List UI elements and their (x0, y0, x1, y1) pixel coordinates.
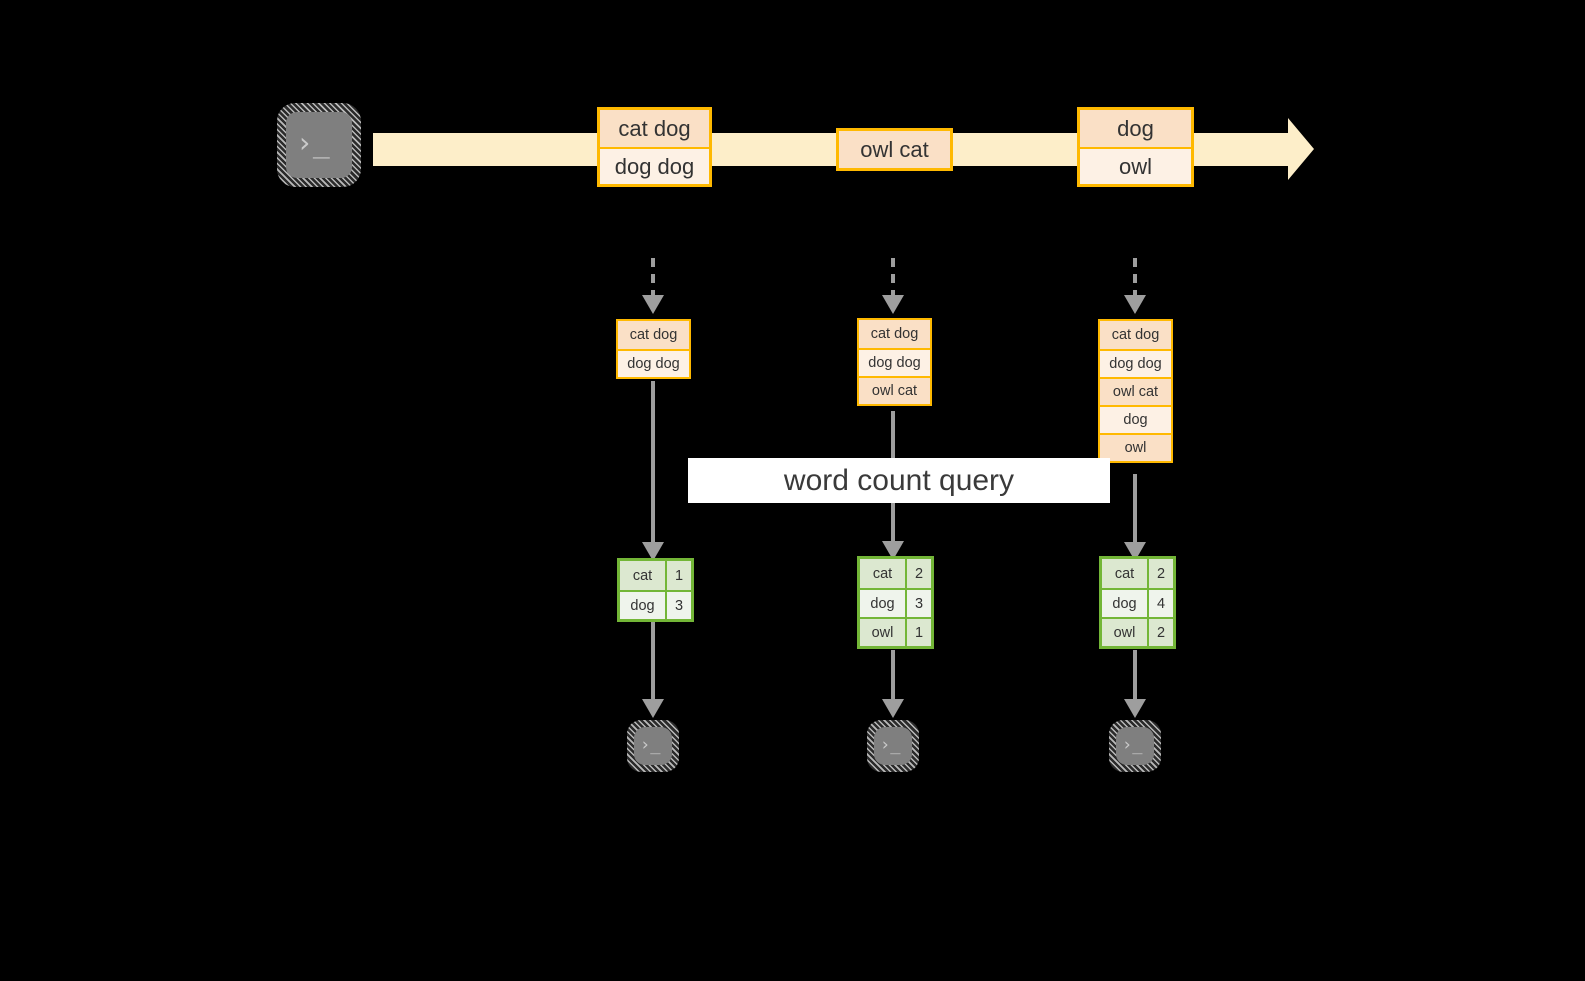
stream-record-line: owl (1080, 147, 1191, 184)
snapshot-3-trigger-arrow (1119, 258, 1151, 314)
snapshot-3-query-arrow (1119, 474, 1151, 562)
word-cell: owl (1102, 619, 1147, 646)
terminal-face: ›_ (634, 727, 672, 765)
snapshot-2-result-table: cat 2 dog 3 owl 1 (857, 556, 934, 649)
count-cell: 2 (905, 559, 931, 588)
count-cell: 4 (1147, 590, 1173, 617)
table-row: owl 1 (860, 617, 931, 646)
word-cell: dog (1102, 590, 1147, 617)
input-line: dog dog (859, 348, 930, 376)
stream-record-line: dog dog (600, 147, 709, 184)
arrowhead-icon (642, 295, 664, 314)
sink-terminal-icon-3: ›_ (1109, 720, 1161, 772)
input-line: dog (1100, 405, 1171, 433)
stream-record-line: owl cat (839, 131, 950, 168)
table-row: dog 4 (1102, 588, 1173, 617)
count-cell: 3 (905, 590, 931, 617)
query-label-banner: word count query (688, 458, 1110, 503)
word-cell: owl (860, 619, 905, 646)
count-cell: 1 (905, 619, 931, 646)
snapshot-3-input-box: cat dog dog dog owl cat dog owl (1098, 319, 1173, 463)
snapshot-3-result-table: cat 2 dog 4 owl 2 (1099, 556, 1176, 649)
word-cell: cat (620, 561, 665, 590)
table-row: dog 3 (860, 588, 931, 617)
arrowhead-icon (1124, 295, 1146, 314)
input-line: owl cat (859, 376, 930, 404)
count-cell: 1 (665, 561, 691, 590)
snapshot-1-sink-arrow (637, 620, 669, 718)
dashed-stem (1133, 258, 1137, 295)
arrowhead-icon (642, 699, 664, 718)
snapshot-2-input-box: cat dog dog dog owl cat (857, 318, 932, 406)
sink-terminal-icon-1: ›_ (627, 720, 679, 772)
terminal-face: ›_ (286, 112, 352, 178)
snapshot-1-result-table: cat 1 dog 3 (617, 558, 694, 622)
table-row: owl 2 (1102, 617, 1173, 646)
input-line: owl (1100, 433, 1171, 461)
snapshot-1-input-box: cat dog dog dog (616, 319, 691, 379)
count-cell: 2 (1147, 559, 1173, 588)
snapshot-1-trigger-arrow (637, 258, 669, 314)
input-line: cat dog (859, 320, 930, 348)
terminal-prompt-glyph: ›_ (296, 126, 330, 159)
stream-arrowhead-icon (1288, 118, 1314, 180)
sink-terminal-icon-2: ›_ (867, 720, 919, 772)
input-line: dog dog (1100, 349, 1171, 377)
snapshot-1-query-arrow (637, 381, 669, 561)
input-line: cat dog (618, 321, 689, 349)
terminal-prompt-glyph: ›_ (640, 734, 661, 755)
stem (651, 381, 655, 543)
source-terminal-icon: ›_ (277, 103, 361, 187)
arrowhead-icon (1124, 699, 1146, 718)
arrowhead-icon (882, 295, 904, 314)
input-line: cat dog (1100, 321, 1171, 349)
query-label-text: word count query (783, 463, 1015, 497)
stream-record-line: dog (1080, 110, 1191, 147)
terminal-prompt-glyph: ›_ (1122, 734, 1143, 755)
terminal-face: ›_ (1116, 727, 1154, 765)
stream-record-1: cat dog dog dog (597, 107, 712, 187)
stem (651, 620, 655, 700)
input-line: owl cat (1100, 377, 1171, 405)
input-line: dog dog (618, 349, 689, 377)
arrowhead-icon (882, 541, 904, 560)
dashed-stem (651, 258, 655, 295)
table-row: dog 3 (620, 590, 691, 619)
snapshot-3-sink-arrow (1119, 650, 1151, 718)
table-row: cat 2 (1102, 559, 1173, 588)
arrowhead-icon (642, 542, 664, 561)
count-cell: 2 (1147, 619, 1173, 646)
word-cell: cat (860, 559, 905, 588)
terminal-prompt-glyph: ›_ (880, 734, 901, 755)
snapshot-2-sink-arrow (877, 650, 909, 718)
terminal-face: ›_ (874, 727, 912, 765)
word-cell: cat (1102, 559, 1147, 588)
arrowhead-icon (882, 699, 904, 718)
word-cell: dog (860, 590, 905, 617)
stem (1133, 474, 1137, 543)
stream-record-2: owl cat (836, 128, 953, 171)
snapshot-2-trigger-arrow (877, 258, 909, 314)
stem (1133, 650, 1137, 700)
word-cell: dog (620, 592, 665, 619)
table-row: cat 2 (860, 559, 931, 588)
table-row: cat 1 (620, 561, 691, 590)
count-cell: 3 (665, 592, 691, 619)
stream-record-line: cat dog (600, 110, 709, 147)
dashed-stem (891, 258, 895, 295)
stream-record-3: dog owl (1077, 107, 1194, 187)
stem (891, 650, 895, 700)
